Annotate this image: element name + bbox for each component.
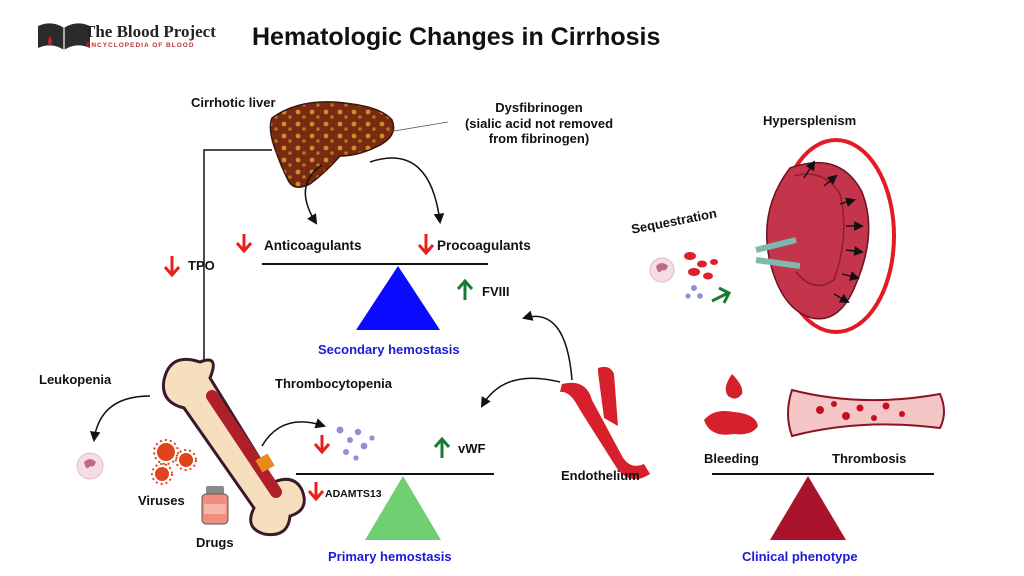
label-dysfibrinogen: Dysfibrinogen (sialic acid not removed f… [454, 100, 624, 147]
label-fviii: FVIII [482, 284, 510, 299]
blood-drop-icon [704, 374, 758, 435]
dysfibrinogen-pointer [387, 121, 449, 133]
label-tpo: TPO [188, 258, 215, 273]
procoagulants-down-arrow [417, 234, 435, 256]
label-adamts13: ADAMTS13 [325, 488, 382, 500]
label-thrombosis: Thrombosis [832, 451, 907, 466]
label-cirrhotic-liver: Cirrhotic liver [191, 95, 276, 110]
primary-triangle [365, 476, 441, 540]
tpo-connector [203, 149, 272, 372]
label-procoagulants: Procoagulants [437, 238, 531, 253]
adamts13-down-arrow [307, 482, 325, 502]
label-vwf: vWF [458, 441, 486, 456]
book-logo-icon [38, 23, 90, 50]
drug-vial-icon [201, 486, 229, 525]
clot-vessel-icon [787, 388, 945, 438]
bone-marrow-icon [161, 357, 306, 537]
tpo-down-arrow [163, 256, 181, 278]
arrow-to-leukopenia [89, 395, 151, 443]
label-thrombocytopenia: Thrombocytopenia [275, 376, 393, 391]
liver-icon [269, 101, 395, 188]
clinical-triangle [770, 476, 846, 540]
platelet-down-arrow [313, 435, 331, 455]
label-bleeding: Bleeding [704, 451, 759, 466]
dysfibrinogen-line-3: from fibrinogen) [488, 131, 590, 147]
arrow-to-fviii [521, 310, 573, 381]
white-cell-icon [76, 452, 104, 480]
sequestration-white-cell-icon [649, 257, 675, 283]
anticoagulants-down-arrow [235, 234, 253, 254]
virus-icon [151, 439, 197, 485]
label-anticoagulants: Anticoagulants [264, 238, 362, 253]
page-title: Hematologic Changes in Cirrhosis [252, 23, 661, 51]
vwf-up-arrow [433, 436, 451, 458]
caption-primary-hemostasis: Primary hemostasis [328, 549, 452, 564]
secondary-triangle [356, 266, 440, 330]
dysfibrinogen-line-1: Dysfibrinogen [495, 100, 583, 115]
sequestered-rbc-icon [684, 252, 718, 280]
label-leukopenia: Leukopenia [39, 372, 112, 387]
arrow-to-vwf [480, 377, 561, 408]
sequestration-green-arrow [711, 286, 732, 304]
label-hypersplenism: Hypersplenism [763, 113, 857, 128]
label-drugs: Drugs [196, 535, 234, 550]
blood-vessel-icon [560, 366, 650, 480]
arrow-to-procoagulants [369, 157, 445, 225]
spleen-icon [755, 138, 896, 334]
arrow-to-anticoagulants [304, 164, 323, 225]
arrow-to-thrombocytopenia [261, 418, 326, 447]
brand-tagline: ENCYCLOPEDIA OF BLOOD [86, 42, 195, 49]
caption-secondary-hemostasis: Secondary hemostasis [318, 342, 460, 357]
brand-name: The Blood Project [84, 22, 216, 41]
decrease-arrows [163, 234, 435, 502]
caption-clinical-phenotype: Clinical phenotype [742, 549, 858, 564]
label-endothelium: Endothelium [561, 468, 640, 483]
fviii-up-arrow [456, 278, 474, 300]
platelet-icon [336, 285, 703, 461]
label-viruses: Viruses [138, 493, 185, 508]
increase-arrows [433, 278, 732, 458]
dysfibrinogen-line-2: (sialic acid not removed [464, 115, 614, 131]
